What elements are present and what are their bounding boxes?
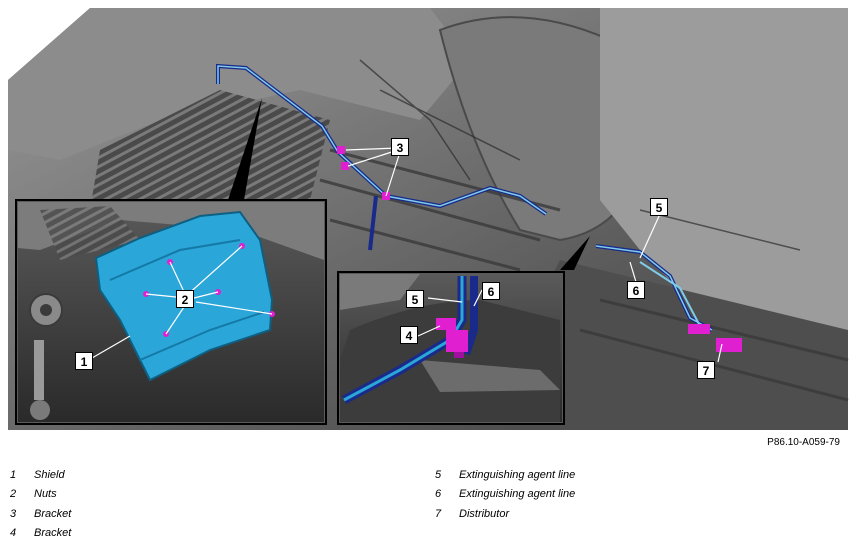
legend-label: Nuts	[34, 488, 57, 501]
legend-item: 3 Bracket	[10, 504, 71, 524]
callout-4: 4	[400, 326, 418, 344]
callout-2: 2	[176, 290, 194, 308]
legend-item: 5 Extinguishing agent line	[435, 465, 575, 485]
legend-item: 4 Bracket	[10, 524, 71, 544]
legend-label: Extinguishing agent line	[459, 468, 576, 481]
legend-item: 2 Nuts	[10, 485, 71, 505]
inset-shield	[15, 199, 327, 425]
legend-item: 7 Distributor	[435, 504, 575, 524]
legend-number: 5	[435, 468, 442, 481]
callout-7: 7	[697, 361, 715, 379]
legend-label: Shield	[34, 468, 65, 481]
callout-5-main: 5	[650, 198, 668, 216]
legend-right: 5 Extinguishing agent line 6 Extinguishi…	[435, 465, 575, 524]
callout-6-main: 6	[627, 281, 645, 299]
callout-6-inset: 6	[482, 282, 500, 300]
legend-label: Bracket	[34, 507, 72, 520]
legend-number: 1	[10, 468, 17, 481]
legend-number: 3	[10, 507, 17, 520]
figure-code: P86.10-A059-79	[767, 437, 840, 448]
legend-number: 2	[10, 488, 17, 501]
legend-number: 4	[10, 527, 17, 540]
callout-5-inset: 5	[406, 290, 424, 308]
technical-illustration: 3 5 6 7 2 1 5 6 4	[8, 8, 849, 430]
legend-label: Distributor	[459, 507, 510, 520]
legend-label: Extinguishing agent line	[459, 488, 576, 501]
legend-number: 6	[435, 488, 442, 501]
legend-number: 7	[435, 507, 442, 520]
legend-item: 6 Extinguishing agent line	[435, 485, 575, 505]
vehicle-underbody-drawing	[8, 8, 849, 430]
legend-item: 1 Shield	[10, 465, 71, 485]
inset-bracket	[337, 271, 565, 425]
callout-3: 3	[391, 138, 409, 156]
legend-label: Bracket	[34, 527, 72, 540]
callout-1: 1	[75, 352, 93, 370]
legend-left: 1 Shield 2 Nuts 3 Bracket 4 Bracket	[10, 465, 71, 543]
